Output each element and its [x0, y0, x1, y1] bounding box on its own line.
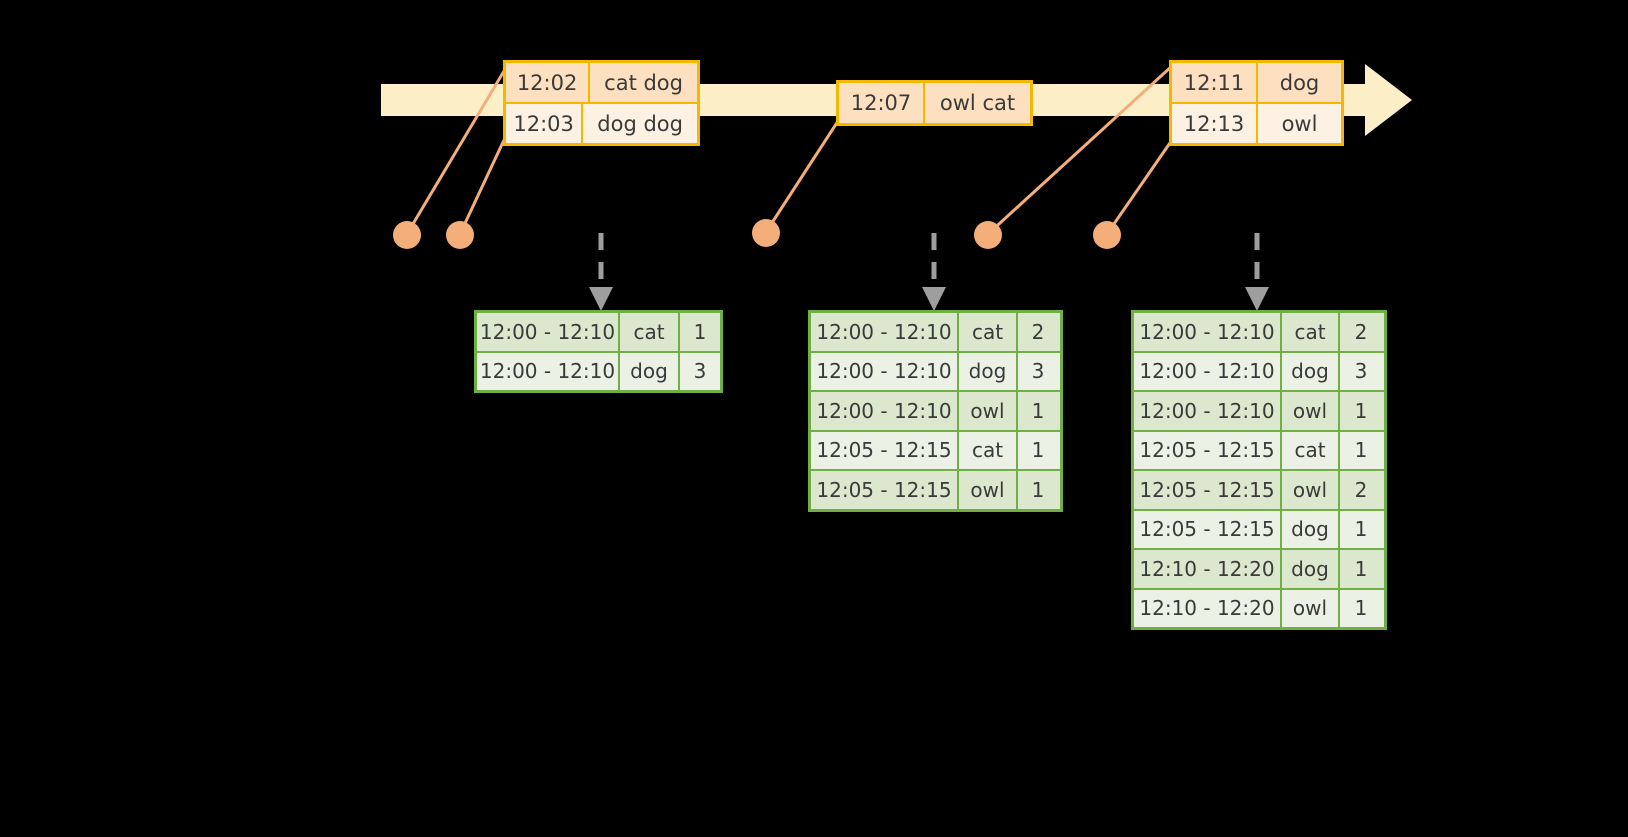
event-words: owl cat — [939, 91, 1016, 115]
table-row[interactable]: 12:05 - 12:15 owl 1 — [811, 469, 1060, 509]
event-group-1[interactable]: 12:02 cat dog 12:03 dog dog — [503, 60, 700, 146]
event-words: dog dog — [597, 111, 683, 136]
count-cell: 1 — [1031, 477, 1045, 502]
word-cell: dog — [1282, 510, 1340, 548]
table-row[interactable]: 12:10 - 12:20 owl 1 — [1134, 587, 1384, 627]
event-dot-2 — [446, 221, 474, 249]
table-row[interactable]: 12:10 - 12:20 dog 1 — [1134, 548, 1384, 588]
table-row[interactable]: 12:00 - 12:10 cat 1 — [477, 313, 720, 351]
table-row[interactable]: 12:00 - 12:10 dog 3 — [811, 350, 1060, 390]
window-cell: 12:10 - 12:20 — [1134, 589, 1282, 627]
word-cell: owl — [1282, 471, 1340, 509]
connector-line-2 — [458, 139, 506, 235]
event-dot-5 — [1093, 221, 1121, 249]
word-cell: owl — [959, 392, 1018, 430]
table-row[interactable]: 12:00 - 12:10 owl 1 — [1134, 390, 1384, 430]
event-time: 12:13 — [1172, 104, 1258, 143]
arrowhead-3 — [1245, 287, 1269, 311]
word-cell: cat — [620, 313, 680, 351]
count-cell: 1 — [1354, 596, 1368, 621]
connector-line-1 — [405, 65, 509, 235]
event-dot-4 — [974, 221, 1002, 249]
event-time: 12:03 — [506, 104, 584, 143]
word-cell: cat — [959, 431, 1018, 469]
count-cell: 3 — [1354, 359, 1368, 384]
event-row[interactable]: 12:07 owl cat — [839, 83, 1030, 123]
word-cell: cat — [1282, 431, 1340, 469]
dashed-arrow-heads — [589, 287, 1269, 311]
event-row[interactable]: 12:02 cat dog — [506, 63, 697, 102]
table-row[interactable]: 12:05 - 12:15 dog 1 — [1134, 508, 1384, 548]
count-cell: 2 — [1031, 319, 1045, 344]
count-cell: 3 — [1031, 359, 1045, 384]
table-row[interactable]: 12:00 - 12:10 cat 2 — [811, 313, 1060, 351]
window-cell: 12:00 - 12:10 — [477, 352, 620, 390]
event-words: dog — [1279, 70, 1320, 95]
event-row[interactable]: 12:03 dog dog — [506, 102, 697, 143]
count-cell: 2 — [1354, 319, 1368, 344]
table-row[interactable]: 12:00 - 12:10 dog 3 — [1134, 350, 1384, 390]
event-dot-1 — [393, 221, 421, 249]
count-cell: 1 — [1031, 398, 1045, 423]
window-cell: 12:00 - 12:10 — [811, 313, 959, 351]
event-row[interactable]: 12:11 dog — [1172, 63, 1341, 102]
arrowhead-2 — [922, 287, 946, 311]
word-cell: dog — [620, 352, 680, 390]
event-group-2[interactable]: 12:07 owl cat — [836, 80, 1033, 126]
window-cell: 12:00 - 12:10 — [1134, 352, 1282, 390]
count-cell: 3 — [693, 359, 707, 384]
table-row[interactable]: 12:00 - 12:10 owl 1 — [811, 390, 1060, 430]
count-cell: 1 — [1354, 556, 1368, 581]
word-cell: dog — [959, 352, 1018, 390]
window-cell: 12:05 - 12:15 — [1134, 471, 1282, 509]
word-cell: owl — [959, 471, 1018, 509]
result-table-3[interactable]: 12:00 - 12:10 cat 2 12:00 - 12:10 dog 3 … — [1131, 310, 1387, 630]
result-table-2[interactable]: 12:00 - 12:10 cat 2 12:00 - 12:10 dog 3 … — [808, 310, 1063, 512]
count-cell: 1 — [1354, 398, 1368, 423]
connector-line-4 — [986, 64, 1174, 236]
window-cell: 12:05 - 12:15 — [811, 431, 959, 469]
window-cell: 12:10 - 12:20 — [1134, 550, 1282, 588]
window-cell: 12:00 - 12:10 — [477, 313, 620, 351]
window-cell: 12:00 - 12:10 — [811, 392, 959, 430]
event-words: cat dog — [604, 70, 683, 95]
window-cell: 12:05 - 12:15 — [1134, 510, 1282, 548]
word-cell: owl — [1282, 589, 1340, 627]
table-row[interactable]: 12:05 - 12:15 cat 1 — [811, 429, 1060, 469]
window-cell: 12:00 - 12:10 — [811, 352, 959, 390]
event-group-3[interactable]: 12:11 dog 12:13 owl — [1169, 60, 1344, 146]
table-row[interactable]: 12:05 - 12:15 cat 1 — [1134, 429, 1384, 469]
count-cell: 1 — [1031, 438, 1045, 463]
count-cell: 1 — [693, 319, 707, 344]
event-words: owl — [1281, 111, 1318, 136]
word-cell: cat — [959, 313, 1018, 351]
count-cell: 1 — [1354, 438, 1368, 463]
connector-line-5 — [1105, 139, 1174, 235]
table-row[interactable]: 12:00 - 12:10 cat 2 — [1134, 313, 1384, 351]
event-time: 12:07 — [839, 83, 925, 123]
dashed-arrows — [598, 233, 1260, 288]
word-cell: dog — [1282, 550, 1340, 588]
count-cell: 1 — [1354, 517, 1368, 542]
connector-lines — [405, 64, 1174, 236]
window-cell: 12:00 - 12:10 — [1134, 313, 1282, 351]
window-cell: 12:05 - 12:15 — [811, 471, 959, 509]
event-time: 12:02 — [506, 63, 591, 102]
window-cell: 12:05 - 12:15 — [1134, 431, 1282, 469]
event-row[interactable]: 12:13 owl — [1172, 102, 1341, 143]
window-cell: 12:00 - 12:10 — [1134, 392, 1282, 430]
event-time: 12:11 — [1172, 63, 1258, 102]
event-dot-3 — [752, 219, 780, 247]
table-row[interactable]: 12:00 - 12:10 dog 3 — [477, 350, 720, 390]
event-dots — [393, 219, 1121, 249]
table-row[interactable]: 12:05 - 12:15 owl 2 — [1134, 469, 1384, 509]
count-cell: 2 — [1354, 477, 1368, 502]
result-table-1[interactable]: 12:00 - 12:10 cat 1 12:00 - 12:10 dog 3 — [474, 310, 723, 393]
word-cell: owl — [1282, 392, 1340, 430]
arrowhead-1 — [589, 287, 613, 311]
word-cell: dog — [1282, 352, 1340, 390]
word-cell: cat — [1282, 313, 1340, 351]
connector-line-3 — [764, 117, 842, 233]
